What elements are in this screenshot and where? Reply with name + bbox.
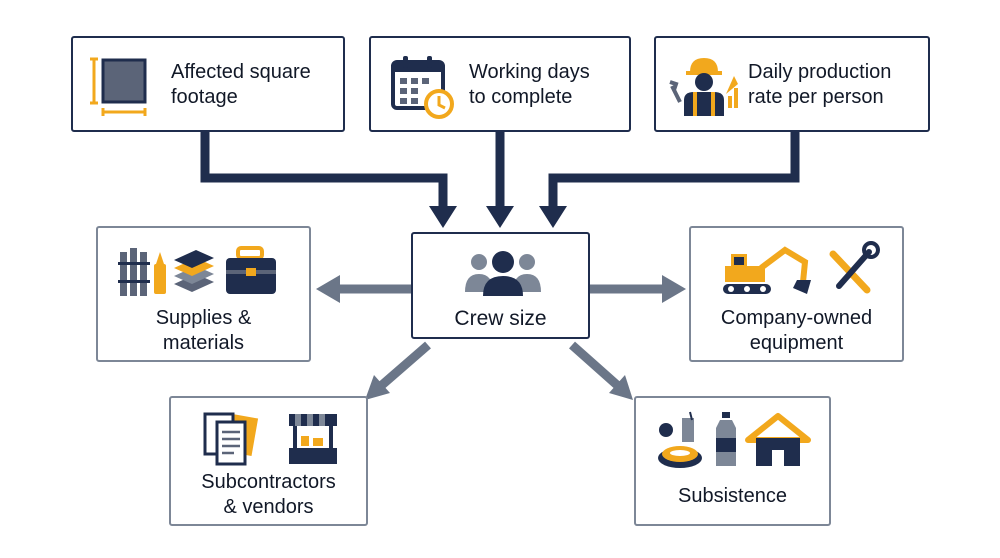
arrowhead-subcontractors: [365, 375, 390, 400]
supplies-icon-group: [118, 246, 276, 296]
input-box-square-footage: Affected square footage: [71, 36, 345, 132]
calendar-clock-icon: [391, 56, 454, 119]
worker-growth-icon: [669, 58, 738, 116]
output-box-supplies: Supplies & materials: [96, 226, 311, 362]
arrow-crew-to-subsistence: [569, 341, 620, 389]
water-bottle-icon: [716, 412, 736, 466]
input-label-working-days: Working days to complete: [469, 61, 590, 108]
arrowhead-days: [486, 206, 514, 228]
lumber-icon: [118, 248, 150, 296]
arrowhead-equipment: [662, 275, 686, 303]
house-icon: [745, 413, 811, 466]
wrench-screwdriver-icon: [829, 241, 880, 294]
arrow-crew-to-subcontractors: [379, 341, 431, 389]
toolbox-icon: [226, 246, 276, 294]
excavator-icon: [723, 246, 811, 294]
output-box-subsistence: Subsistence: [634, 396, 831, 526]
food-icon: [658, 411, 702, 468]
paint-bucket-icon: [154, 252, 166, 294]
center-label-crew-size: Crew size: [454, 307, 547, 330]
subsistence-icon-group: [658, 411, 811, 468]
output-box-subcontractors: Subcontractors & vendors: [169, 396, 368, 526]
input-box-working-days: Working days to complete: [369, 36, 631, 132]
output-label-supplies: Supplies & materials: [155, 307, 252, 354]
output-box-equipment: Company-owned equipment: [689, 226, 904, 362]
crew-group-icon: [465, 251, 541, 296]
documents-icon: [203, 412, 259, 466]
vendor-stall-icon: [289, 414, 337, 464]
equipment-icon-group: [723, 241, 880, 294]
subcontractors-icon-group: [203, 412, 337, 466]
arrow-rate-to-crew: [548, 130, 800, 208]
input-label-square-footage: Affected square footage: [171, 61, 311, 108]
arrow-footage-to-crew: [200, 130, 448, 208]
arrowhead-footage: [429, 206, 457, 228]
arrowhead-rate: [539, 206, 567, 228]
output-label-subcontractors: Subcontractors & vendors: [201, 471, 336, 518]
arrowhead-subsistence: [609, 375, 633, 400]
output-label-equipment: Company-owned equipment: [720, 307, 873, 354]
center-box-crew-size: Crew size: [411, 232, 590, 339]
input-box-production-rate: Daily production rate per person: [654, 36, 930, 132]
input-label-production-rate: Daily production rate per person: [748, 61, 892, 108]
square-footage-icon: [90, 57, 147, 116]
output-label-subsistence: Subsistence: [678, 485, 787, 507]
arrowhead-supplies: [316, 275, 340, 303]
stacked-sheets-icon: [174, 250, 214, 292]
